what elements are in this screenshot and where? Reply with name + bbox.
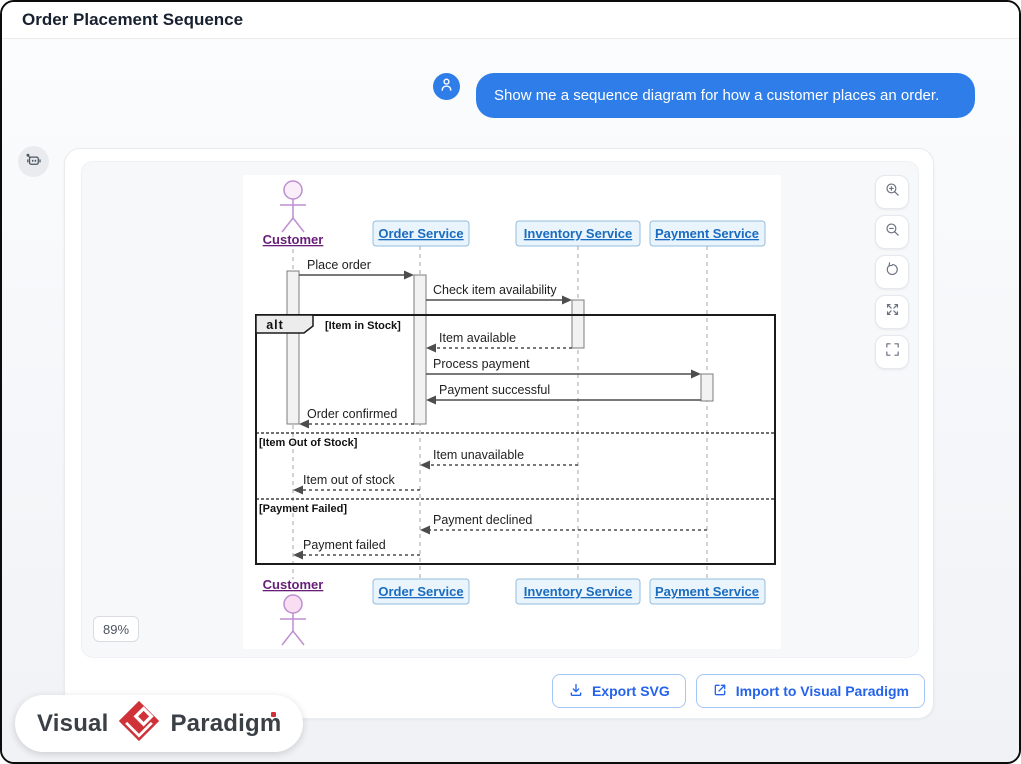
message-payment-successful: Payment successful (439, 383, 550, 397)
message-process-payment: Process payment (433, 357, 530, 371)
fragment-guard-3: [Payment Failed] (259, 503, 347, 515)
expand-button[interactable] (875, 295, 909, 329)
zoom-out-button[interactable] (875, 215, 909, 249)
user-chat-message: Show me a sequence diagram for how a cus… (476, 73, 975, 118)
zoom-out-icon (884, 221, 901, 243)
message-order-confirmed: Order confirmed (307, 407, 397, 421)
zoom-in-icon (884, 181, 901, 203)
participant-inventory-service-bottom: Inventory Service (524, 584, 632, 599)
message-item-unavailable: Item unavailable (433, 448, 524, 462)
fullscreen-icon (884, 341, 901, 363)
participant-customer-top: Customer (263, 232, 324, 247)
visual-paradigm-logo[interactable]: Visual Paradigm (15, 695, 304, 752)
footer-actions: Export SVG Import to Visual Paradigm (551, 674, 925, 708)
expand-icon (884, 301, 901, 323)
main-area: Show me a sequence diagram for how a cus… (2, 39, 1019, 762)
person-icon (438, 76, 455, 98)
fragment-guard-2: [Item Out of Stock] (259, 437, 358, 449)
alt-fragment: alt [Item in Stock] [Item Out of Stock] … (255, 314, 776, 565)
fullscreen-button[interactable] (875, 335, 909, 369)
message-lines (299, 274, 707, 556)
message-item-available: Item available (439, 331, 516, 345)
external-link-icon (712, 682, 728, 701)
user-avatar (433, 73, 460, 100)
participant-payment-service-bottom: Payment Service (655, 584, 759, 599)
participant-order-service-bottom: Order Service (378, 584, 463, 599)
sequence-diagram: Customer Order Service Inventory Service… (255, 180, 776, 646)
viewer-controls (875, 175, 909, 369)
participant-customer-bottom: Customer (263, 577, 324, 592)
import-to-visual-paradigm-label: Import to Visual Paradigm (735, 683, 909, 699)
robot-icon (24, 150, 43, 174)
import-to-visual-paradigm-button[interactable]: Import to Visual Paradigm (695, 674, 925, 708)
brand-word-visual: Visual (37, 709, 109, 737)
participant-order-service-top: Order Service (378, 226, 463, 241)
visual-paradigm-diamond-icon (117, 699, 161, 748)
actor-customer-bottom (280, 594, 306, 646)
message-payment-failed: Payment failed (303, 538, 386, 552)
bot-avatar (18, 146, 49, 177)
brand-word-paradigm: Paradigm (170, 709, 282, 737)
diagram-card: Customer Order Service Inventory Service… (64, 148, 934, 719)
message-check-availability: Check item availability (433, 283, 557, 297)
participant-payment-service-top: Payment Service (655, 226, 759, 241)
chat-message-text: Show me a sequence diagram for how a cus… (494, 87, 940, 104)
download-icon (568, 682, 584, 701)
reset-view-button[interactable] (875, 255, 909, 289)
export-svg-label: Export SVG (591, 683, 670, 699)
sequence-diagram-canvas[interactable]: Customer Order Service Inventory Service… (243, 175, 781, 649)
zoom-in-button[interactable] (875, 175, 909, 209)
activation-bars (286, 270, 714, 425)
reset-view-icon (884, 261, 901, 283)
lifelines (292, 246, 708, 579)
message-place-order: Place order (307, 258, 371, 272)
actor-customer-top (280, 180, 306, 233)
zoom-level-text: 89% (102, 621, 130, 637)
message-payment-declined: Payment declined (433, 513, 532, 527)
fragment-operator: alt (266, 318, 284, 332)
title-bar: Order Placement Sequence (2, 2, 1019, 39)
fragment-guard-1: [Item in Stock] (325, 320, 401, 332)
zoom-level-badge: 89% (93, 616, 139, 642)
page-title: Order Placement Sequence (22, 10, 244, 29)
participant-boxes-top: Order Service Inventory Service Payment … (372, 220, 766, 247)
message-item-out-of-stock: Item out of stock (303, 473, 395, 487)
export-svg-button[interactable]: Export SVG (551, 674, 686, 708)
message-labels: Place order Check item availability Item… (303, 258, 557, 552)
message-arrowheads (293, 270, 701, 560)
participant-boxes-bottom: Order Service Inventory Service Payment … (372, 578, 766, 605)
participant-inventory-service-top: Inventory Service (524, 226, 632, 241)
